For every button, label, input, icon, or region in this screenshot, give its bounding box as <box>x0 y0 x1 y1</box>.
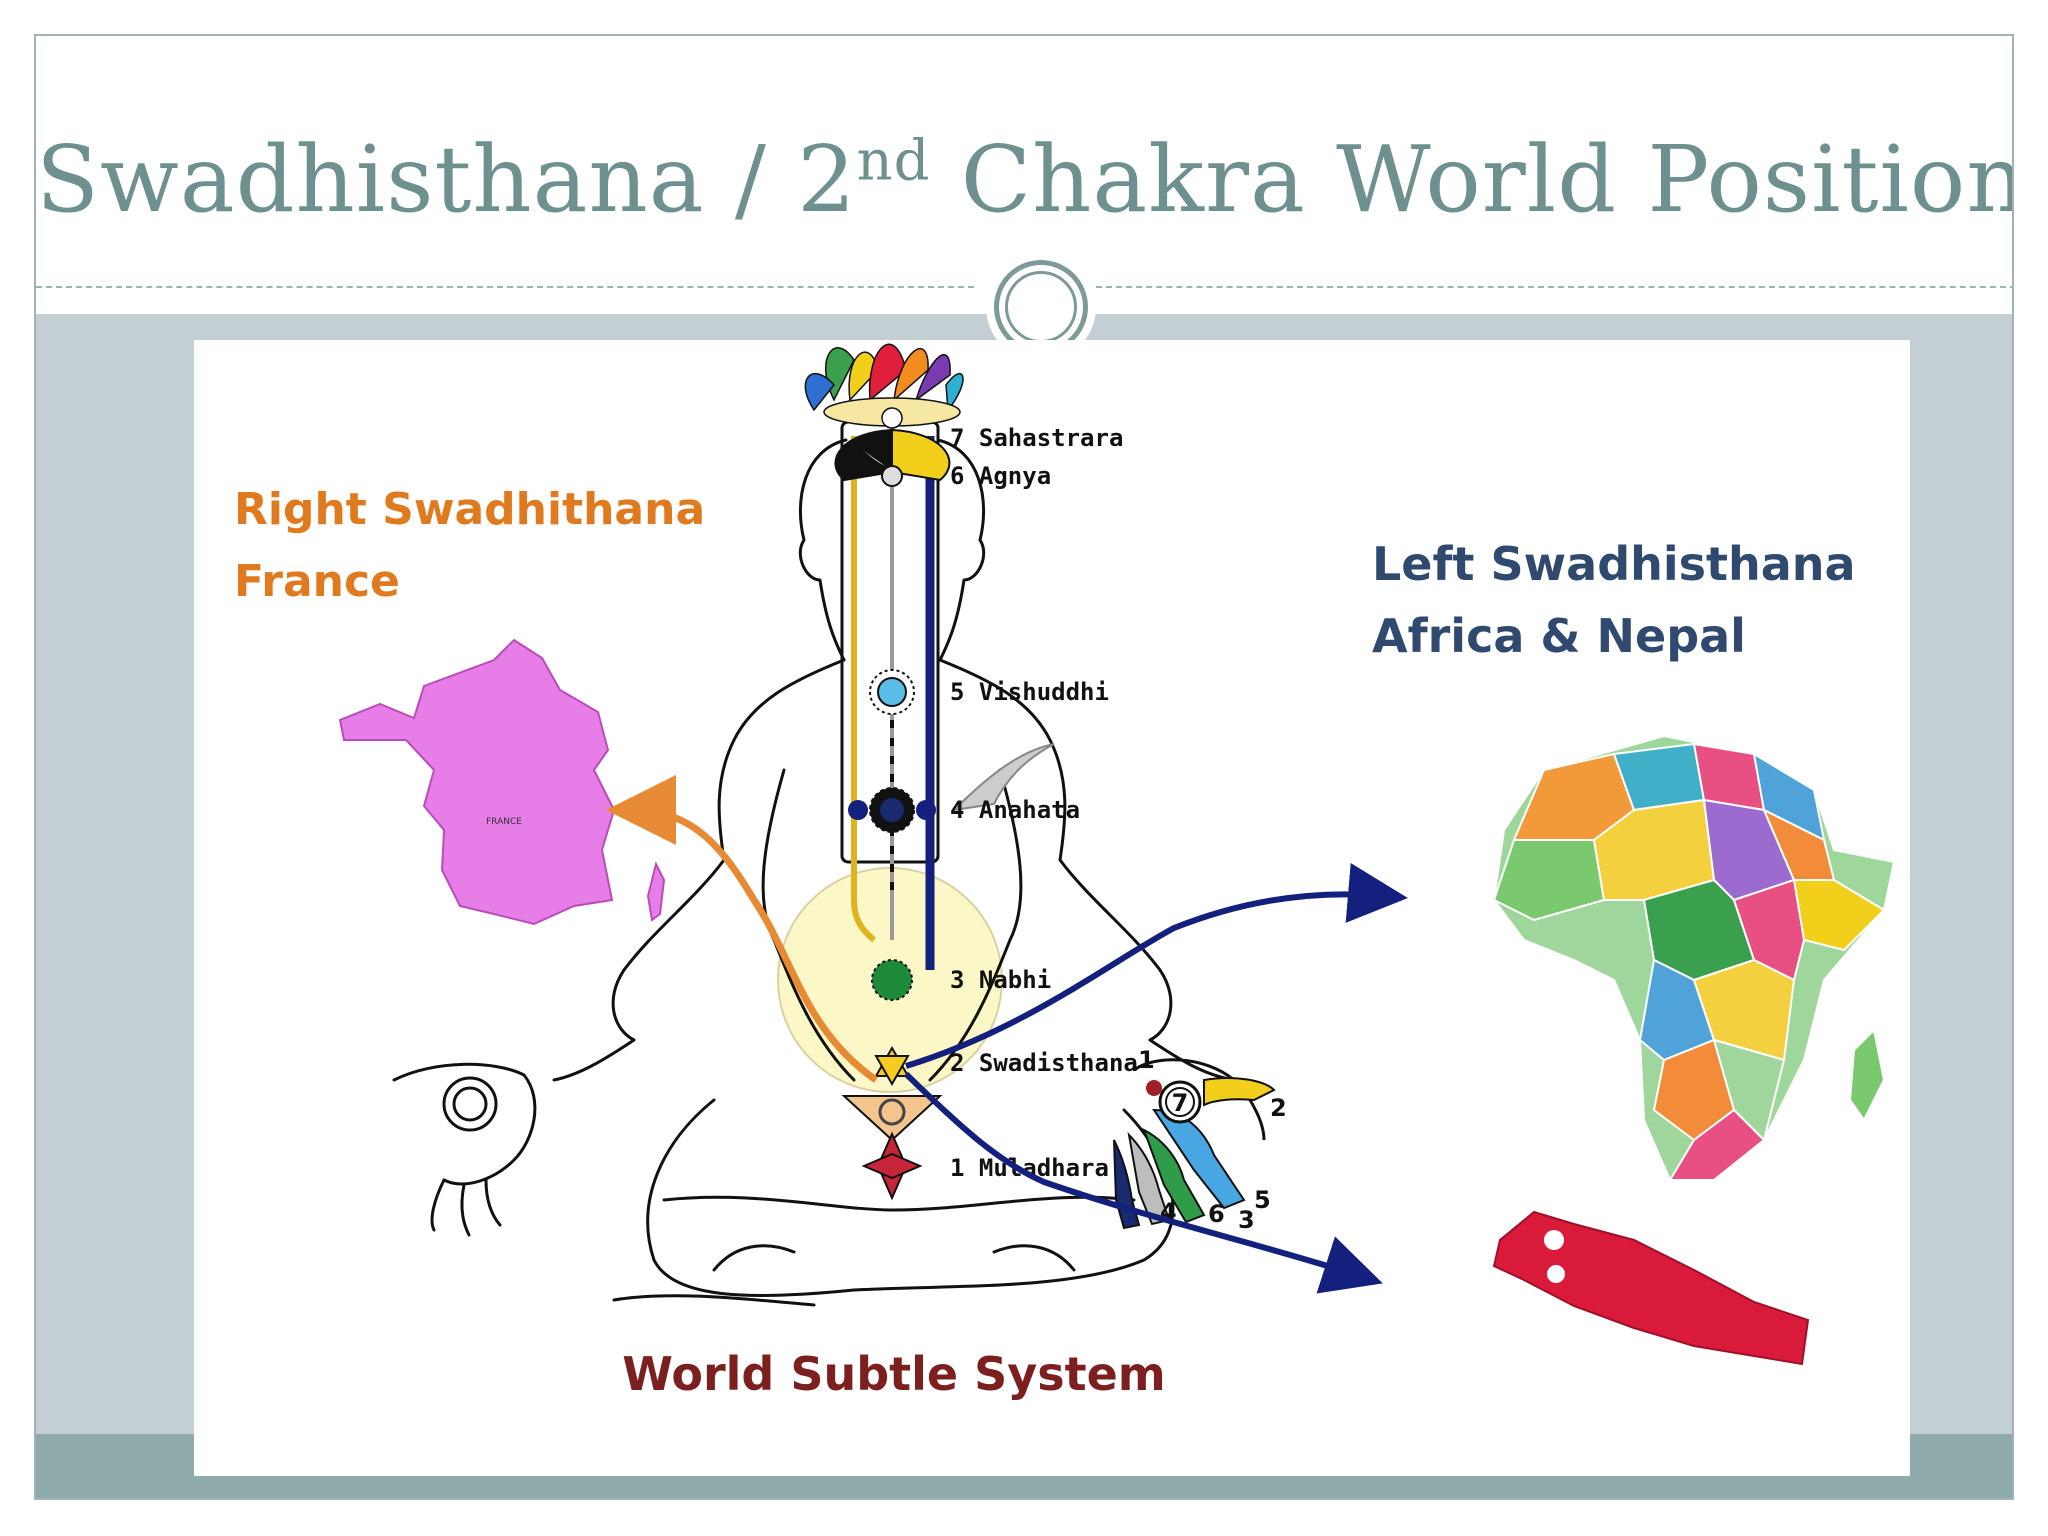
left-swadhisthana-countries: Africa & Nepal <box>1372 609 1746 663</box>
subtle-system-diagram: 7 1 2 3 4 5 6 <box>234 343 1896 1401</box>
nabhi-node <box>871 959 913 1001</box>
agnya-symbol <box>834 428 951 487</box>
chakra-label-4: 4 Anahata <box>950 796 1080 824</box>
slide-frame: Swadhisthana / 2nd Chakra World Position <box>34 34 2014 1500</box>
finger-label-5: 5 <box>1254 1186 1271 1214</box>
muladhara-node <box>861 1131 923 1201</box>
anahata-node <box>848 743 1055 833</box>
right-swadhisthana-label: Right Swadhithana <box>234 484 705 535</box>
arrow-to-nepal <box>903 1071 1383 1294</box>
world-subtle-system-caption: World Subtle System <box>622 1347 1166 1401</box>
left-swadhisthana-label: Left Swadhisthana <box>1372 537 1856 591</box>
vishuddhi-node <box>869 669 915 715</box>
title-superscript: nd <box>856 128 931 194</box>
finger-label-1: 1 <box>1138 1046 1155 1074</box>
chakra-label-2: 2 Swadisthana <box>950 1049 1138 1077</box>
diagram-image: 7 1 2 3 4 5 6 <box>194 340 1910 1476</box>
finger-label-6: 6 <box>1208 1200 1225 1228</box>
slide-title: Swadhisthana / 2nd Chakra World Position <box>36 126 2012 233</box>
swadisthana-node <box>874 1045 910 1087</box>
arrow-to-africa <box>905 863 1408 1069</box>
chakra-label-3: 3 Nabhi <box>950 966 1051 994</box>
title-rest: Chakra World Position <box>930 126 2014 233</box>
arrow-to-france <box>606 775 878 1083</box>
nepal-map <box>1492 1210 1810 1366</box>
right-hand: 7 1 2 3 4 5 6 <box>1113 1046 1287 1234</box>
left-hand <box>392 1062 537 1237</box>
title-area: Swadhisthana / 2nd Chakra World Position <box>36 36 2012 286</box>
kundalini-triangle <box>841 1095 943 1142</box>
france-map: FRANCE <box>338 638 666 926</box>
chakra-label-6: 6 Agnya <box>950 462 1051 490</box>
finger-label-3: 3 <box>1238 1206 1255 1234</box>
palm-number: 7 <box>1172 1089 1189 1117</box>
france-map-label: FRANCE <box>486 817 522 827</box>
chakra-label-5: 5 Vishuddhi <box>950 678 1109 706</box>
title-divider-left <box>36 286 974 288</box>
sahasrara-lotus <box>804 343 964 429</box>
title-main: Swadhisthana / 2 <box>36 126 857 233</box>
right-swadhisthana-country: France <box>234 556 400 607</box>
finger-label-2: 2 <box>1270 1094 1287 1122</box>
chakra-label-7: 7 Sahastrara <box>950 424 1123 452</box>
title-divider-right <box>1096 286 2012 288</box>
africa-map <box>1492 734 1896 1181</box>
